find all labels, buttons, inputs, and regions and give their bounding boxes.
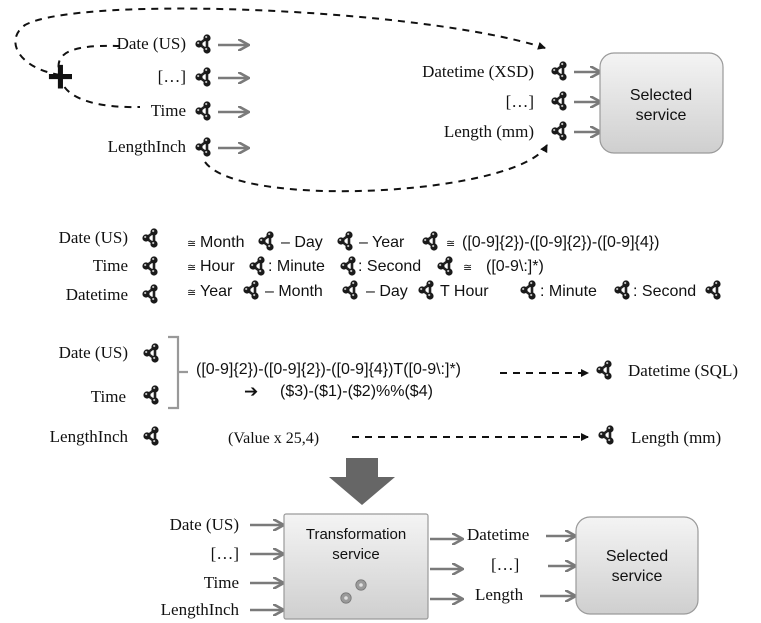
semantic-annotation-icon bbox=[336, 230, 354, 252]
s4-output-label-0: Datetime bbox=[467, 525, 529, 544]
s3-target-datetime-sql: Datetime (SQL) bbox=[628, 361, 738, 380]
big-down-arrow bbox=[329, 458, 395, 505]
s1-left-label-0: Date (US) bbox=[117, 34, 186, 53]
s4-output-label-2: Length bbox=[475, 585, 524, 604]
s3-regex: ([0-9]{2})-([0-9]{2})-([0-9]{4})T([0-9\:… bbox=[196, 361, 461, 378]
section1-original-mapping: + Date (US) […] Time LengthInch Datetime… bbox=[14, 7, 724, 193]
s4-input-label-3: LengthInch bbox=[161, 600, 240, 619]
semantic-annotation-icon bbox=[595, 359, 613, 381]
s3-label-date-us: Date (US) bbox=[59, 343, 128, 362]
selected-service-label-line1: Selected bbox=[630, 87, 692, 104]
selected-service-label-line2: service bbox=[636, 107, 687, 124]
semantic-annotation-icon bbox=[421, 230, 439, 252]
semantic-annotation-icon bbox=[704, 279, 722, 301]
s3-label-lengthinch: LengthInch bbox=[50, 427, 129, 446]
semantic-annotation-icon bbox=[436, 255, 454, 277]
semantic-annotation-icon bbox=[550, 120, 568, 142]
section4-with-transformation-service: Date (US) […] Time LengthInch Transforma… bbox=[161, 513, 699, 620]
s2-part-day: – Day bbox=[281, 234, 323, 251]
s3-target-length-mm: Length (mm) bbox=[631, 428, 721, 447]
transformation-service-label-line1: Transformation bbox=[306, 526, 406, 543]
s3-replacement: ($3)-($1)-($2)%%($4) bbox=[280, 383, 433, 400]
s2-part-month: Month bbox=[200, 234, 244, 251]
semantic-annotation-icon bbox=[550, 60, 568, 82]
s1-left-label-3: LengthInch bbox=[108, 137, 187, 156]
semantic-annotation-icon bbox=[194, 136, 212, 158]
s4-input-label-2: Time bbox=[204, 573, 239, 592]
semantic-annotation-icon bbox=[142, 425, 160, 447]
semantic-annotation-icon bbox=[257, 230, 275, 252]
semantic-annotation-icon bbox=[519, 279, 537, 301]
s2-approx: ≅ bbox=[187, 262, 196, 274]
s2-part-second: : Second bbox=[633, 283, 696, 300]
s2-row-label-time: Time bbox=[93, 256, 128, 275]
plus-symbol: + bbox=[47, 50, 74, 102]
semantic-annotation-icon bbox=[141, 255, 159, 277]
s3-formula: (Value x 25,4) bbox=[228, 430, 319, 447]
s2-regex-date: ([0-9]{2})-([0-9]{2})-([0-9]{4}) bbox=[462, 234, 659, 251]
s2-row-label-datetime: Datetime bbox=[66, 285, 128, 304]
selected-service-bottom-label-line2: service bbox=[612, 568, 663, 585]
s2-approx: ≅ bbox=[446, 238, 455, 250]
semantic-annotation-icon bbox=[141, 283, 159, 305]
dashed-loop-upper-inner bbox=[57, 44, 121, 76]
s1-right-label-1: […] bbox=[506, 92, 534, 111]
s2-row-label-date-us: Date (US) bbox=[59, 228, 128, 247]
s3-replace-arrow: ➔ bbox=[244, 382, 258, 401]
grouping-bracket bbox=[168, 335, 188, 410]
semantic-annotation-icon bbox=[341, 279, 359, 301]
s1-right-label-2: Length (mm) bbox=[444, 122, 534, 141]
selected-service-box bbox=[599, 52, 724, 154]
transformation-service-label-line2: service bbox=[332, 546, 380, 563]
selected-service-bottom-label-line1: Selected bbox=[606, 548, 668, 565]
semantic-annotation-icon bbox=[417, 279, 435, 301]
semantic-annotation-icon bbox=[194, 100, 212, 122]
s2-approx: ≅ bbox=[187, 238, 196, 250]
s4-input-label-1: […] bbox=[211, 544, 239, 563]
semantic-annotation-icon bbox=[597, 424, 615, 446]
s1-right-label-0: Datetime (XSD) bbox=[422, 62, 534, 81]
section3-transformation-rules: Date (US) Time LengthInch ([0-9]{2})-([0… bbox=[50, 335, 738, 447]
semantic-annotation-icon bbox=[248, 255, 266, 277]
s2-part-second: : Second bbox=[358, 258, 421, 275]
s2-part-t-hour: T Hour bbox=[440, 283, 489, 300]
s1-left-label-2: Time bbox=[151, 101, 186, 120]
selected-service-box-bottom bbox=[575, 516, 699, 615]
semantic-annotation-icon bbox=[613, 279, 631, 301]
s2-part-year: – Year bbox=[359, 234, 405, 251]
semantic-annotation-icon bbox=[142, 342, 160, 364]
semantic-annotation-icon bbox=[242, 279, 260, 301]
section2-semantic-decomposition: Date (US) ≅ Month – Day – Year ≅ ([0-9]{… bbox=[59, 227, 722, 305]
s2-part-minute: : Minute bbox=[540, 283, 597, 300]
semantic-annotation-icon bbox=[339, 255, 357, 277]
semantic-annotation-icon bbox=[141, 227, 159, 249]
s2-part-hour: Hour bbox=[200, 258, 235, 275]
s1-left-label-1: […] bbox=[158, 67, 186, 86]
transformation-service-box bbox=[283, 513, 429, 620]
s2-approx: ≅ bbox=[187, 287, 196, 299]
semantic-annotation-icon bbox=[194, 33, 212, 55]
s2-approx: ≅ bbox=[463, 262, 472, 274]
s2-regex-time: ([0-9\:]*) bbox=[486, 258, 544, 275]
s2-part-month: – Month bbox=[265, 283, 323, 300]
semantic-annotation-icon bbox=[142, 384, 160, 406]
semantic-annotation-icon bbox=[194, 66, 212, 88]
s4-output-label-1: […] bbox=[491, 555, 519, 574]
dashed-loop-lower-inner bbox=[59, 74, 141, 109]
semantic-annotation-icon bbox=[550, 90, 568, 112]
s2-part-day: – Day bbox=[366, 283, 408, 300]
s2-part-year: Year bbox=[200, 283, 233, 300]
s4-input-label-0: Date (US) bbox=[170, 515, 239, 534]
dashed-loop-bottom bbox=[204, 144, 548, 193]
s2-part-minute: : Minute bbox=[268, 258, 325, 275]
s3-label-time: Time bbox=[91, 387, 126, 406]
